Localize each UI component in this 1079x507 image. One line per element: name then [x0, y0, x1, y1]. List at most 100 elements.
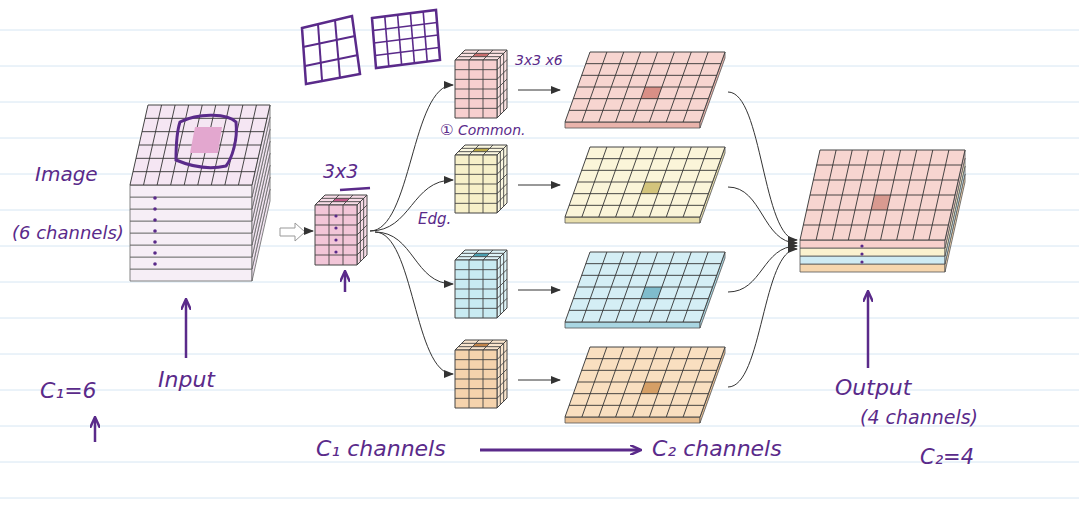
grid-line: [483, 145, 493, 155]
grid-line: [455, 174, 497, 175]
sketch-grid: [303, 36, 355, 47]
dot: [153, 262, 157, 266]
grid-line: [569, 110, 704, 111]
dot: [334, 250, 337, 253]
grid-line: [497, 174, 507, 184]
ruled-line: [0, 354, 1079, 355]
grid-line: [455, 388, 497, 389]
annotation: C₁=6: [40, 378, 97, 403]
pointer-arrow: [344, 272, 347, 292]
receptive-field: [190, 127, 222, 153]
kernel-side: [497, 250, 507, 318]
handwritten-note: Output: [835, 375, 911, 400]
grid-line: [458, 346, 500, 347]
annotation: Common.: [458, 122, 526, 138]
sketch-grid: [305, 55, 358, 66]
grid-line: [497, 184, 507, 194]
handwritten-note: Image: [35, 163, 98, 186]
grid-line: [578, 87, 713, 88]
channel-layer: [130, 197, 252, 209]
grid-line: [569, 205, 704, 206]
kernel-front: [455, 60, 497, 118]
grid-line: [357, 225, 367, 235]
grid-line: [586, 358, 721, 359]
branch-arrow: [375, 232, 453, 374]
dot: [334, 226, 337, 229]
plane-edge: [565, 322, 700, 328]
sketch-grid: [375, 48, 439, 56]
grid-line: [322, 198, 364, 199]
grid-line: [469, 340, 479, 350]
dot: [153, 251, 157, 255]
grid-line: [497, 359, 507, 369]
connector: [370, 85, 453, 231]
grid-line: [497, 193, 507, 203]
sketch-grid: [318, 24, 322, 80]
grid-line: [582, 75, 717, 76]
handwritten-note: (6 channels): [12, 223, 124, 244]
grid-line: [578, 382, 713, 383]
feature-map: [130, 105, 270, 185]
kernel-front: [455, 260, 497, 318]
grid-line: [807, 210, 952, 211]
ruled-line: [0, 102, 1079, 103]
dot: [334, 238, 337, 241]
connector: [305, 231, 313, 232]
grid-line: [455, 279, 497, 280]
grid-line: [455, 203, 497, 204]
layer-block: Image(6 channels)Input: [130, 105, 275, 285]
grid-line: [458, 151, 500, 152]
kernel-front: [315, 205, 357, 265]
handwritten-note: 3x3: [323, 161, 358, 183]
grid-line: [497, 269, 507, 279]
grid-line: [497, 279, 507, 289]
pointer-arrow: [867, 292, 870, 368]
output-layer: [800, 248, 945, 256]
sketch-grid: [372, 10, 440, 68]
channel-layer: [130, 209, 252, 221]
pointer-arrow: [185, 300, 188, 358]
grid-line: [343, 195, 353, 205]
grid-line: [497, 289, 507, 299]
grid-line: [357, 245, 367, 255]
grid-line: [455, 289, 497, 290]
dot: [334, 214, 337, 217]
grid-line: [329, 195, 339, 205]
handwritten-note: 3x3 x6: [515, 52, 563, 68]
kernel-front: [455, 350, 497, 408]
grid-line: [578, 182, 713, 183]
grid-line: [582, 275, 717, 276]
map-arrow: [518, 380, 560, 381]
handwritten-note: Edg.: [418, 211, 451, 228]
grid-line: [455, 308, 497, 309]
grid-line: [462, 253, 504, 254]
annotation: C₁ channels: [316, 436, 446, 461]
grid-line: [455, 108, 497, 109]
channel-layer: [130, 185, 252, 197]
hollow-arrow: [280, 223, 305, 241]
grid-line: [497, 60, 507, 70]
grid-line: [573, 193, 708, 194]
grid-line: [483, 250, 493, 260]
ruled-line: [0, 462, 1079, 463]
grid-line: [497, 388, 507, 398]
map-arrow: [518, 185, 560, 186]
ruled-line: [0, 30, 1079, 31]
handwritten-note: Input: [158, 367, 215, 392]
grid-line: [497, 69, 507, 79]
grid-line: [315, 245, 357, 246]
grid-line: [483, 340, 493, 350]
dot: [860, 252, 863, 255]
grid-line: [462, 148, 504, 149]
feature-map: [565, 252, 725, 322]
feature-map: [565, 52, 725, 122]
feature-map: [565, 147, 725, 217]
kernel-side: [357, 195, 367, 265]
grid-line: [357, 215, 367, 225]
grid-line: [469, 250, 479, 260]
feature-map: [565, 347, 725, 417]
grid-line: [133, 171, 255, 172]
grid-line: [497, 298, 507, 308]
grid-line: [455, 359, 497, 360]
